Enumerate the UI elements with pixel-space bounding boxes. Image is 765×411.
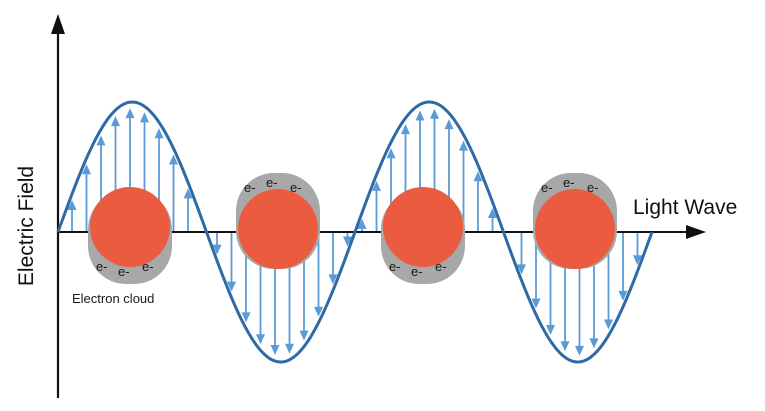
x-axis-label: Light Wave [633,196,737,219]
field-arrowhead [140,112,149,122]
field-arrowhead [561,341,570,351]
electron-label: e- [118,264,130,279]
atom-3: e- e- e- [381,187,465,284]
electron-label: e- [266,175,278,190]
x-axis-arrowhead [686,225,706,239]
electron-label: e- [244,180,256,195]
field-arrowhead [256,334,265,344]
electron-label: e- [435,259,447,274]
electron-label: e- [587,180,599,195]
field-arrowhead [271,345,280,355]
field-arrowhead [416,110,425,120]
electron-label: e- [389,259,401,274]
field-arrowhead [126,108,135,118]
electron-cloud-label: Electron cloud [72,291,154,306]
electron-label: e- [142,259,154,274]
field-arrowhead [401,124,410,134]
field-arrowhead [111,116,120,126]
axes [51,14,65,398]
electron-label: e- [411,264,423,279]
field-arrowhead [575,346,584,356]
field-arrowhead [430,109,439,119]
electron-label: e- [96,259,108,274]
atom-1: e- e- e- [88,187,172,284]
y-axis-label: Electric Field [15,166,38,286]
field-arrowhead [445,119,454,129]
atoms: e- e- e- e- e- e- e- e- e- e- e- e- [88,173,617,284]
field-arrowhead [300,331,309,341]
field-arrowhead [285,344,294,354]
atom-nucleus [90,187,170,267]
atom-2: e- e- e- [236,173,320,269]
electron-label: e- [541,180,553,195]
atom-nucleus [383,187,463,267]
atom-nucleus [535,189,615,269]
electron-label: e- [563,175,575,190]
atom-nucleus [238,189,318,269]
y-axis-arrowhead [51,14,65,34]
field-arrowhead [590,338,599,348]
atom-4: e- e- e- [533,173,617,269]
electron-label: e- [290,180,302,195]
